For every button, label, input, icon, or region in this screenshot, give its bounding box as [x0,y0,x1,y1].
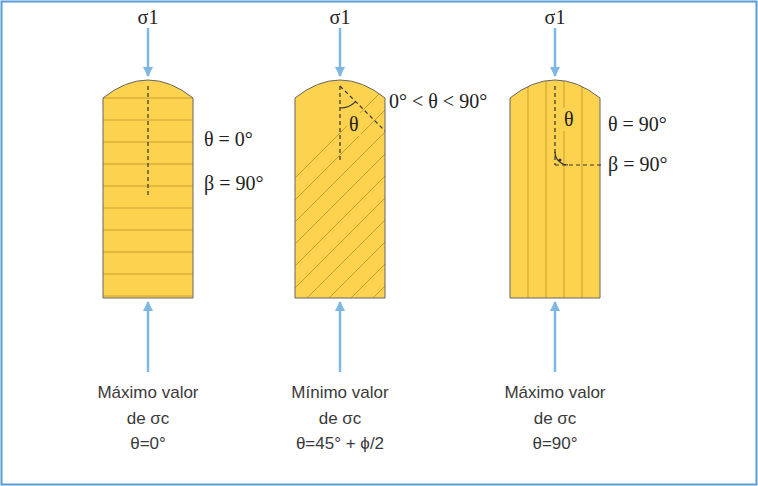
stress-label: σ1 [330,6,351,29]
angle-arc [555,152,568,165]
angle-label: θ [347,113,361,136]
rock-specimen [510,80,600,298]
foliation-lines [528,60,582,298]
angle-label: θ = 0° [202,128,255,151]
angle-label: θ [562,108,576,131]
angle-label: β = 90° [202,172,265,195]
load-arrow [339,28,342,76]
reference-line [339,86,340,162]
angle-label: β = 90° [606,153,669,176]
angle-arc [340,102,356,108]
load-arrow [147,28,150,76]
specimen-outline [510,80,600,298]
load-arrow [554,302,557,372]
reference-line [555,164,603,165]
specimen-outline [103,80,193,298]
rock-specimen [103,80,193,298]
specimen-outline [295,80,385,298]
strength-note: Máximo valor de σc θ=0° [97,380,198,457]
strength-note: Mínimo valor de σc θ=45° + ϕ/2 [291,380,388,457]
stress-label: σ1 [545,6,566,29]
foliation-lines [103,98,193,296]
strength-note: Máximo valor de σc θ=90° [504,380,605,457]
load-arrow [339,302,342,372]
reference-line [147,86,148,198]
load-arrow [147,302,150,372]
angle-range: 0° < θ < 90° [387,90,489,113]
angle-label: θ = 90° [606,113,669,136]
stress-label: σ1 [138,6,159,29]
load-arrow [554,28,557,76]
foliation-lines [175,38,758,298]
angle-dot [559,159,562,162]
